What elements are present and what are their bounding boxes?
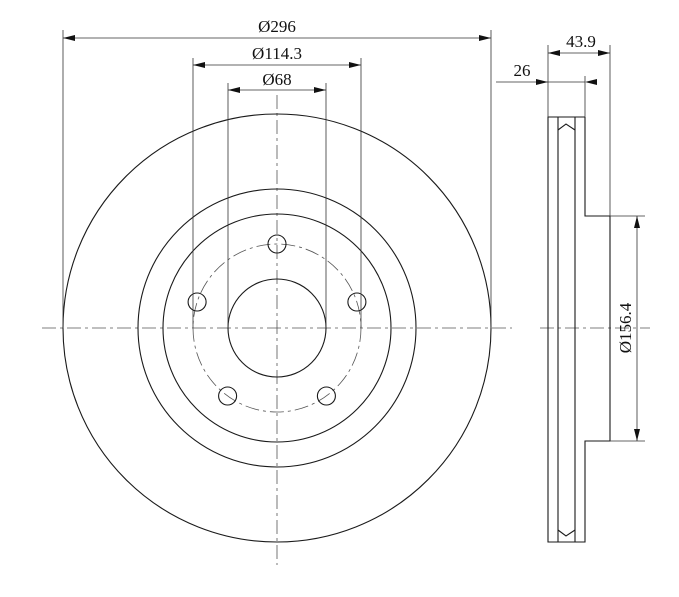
bolt-holes <box>187 234 367 406</box>
hat-diameter-label: Ø156.4 <box>616 302 635 353</box>
bolt-hole <box>187 292 207 312</box>
hat-diameter-dimension: Ø156.4 <box>610 215 645 442</box>
vent-top <box>557 123 576 131</box>
side-view <box>540 116 650 543</box>
arrow-left <box>548 50 560 56</box>
overall-thickness-label: 43.9 <box>566 32 596 51</box>
arrow-left <box>536 79 548 85</box>
overall-thickness-dimension: 43.9 <box>547 32 611 216</box>
bolt-hole <box>347 292 367 312</box>
disc-thickness-label: 26 <box>514 61 531 80</box>
front-view <box>42 95 512 565</box>
bolt-circle-label: Ø114.3 <box>252 44 302 63</box>
bolt-hole <box>218 386 238 406</box>
center-bore-dimension: Ø68 <box>227 70 327 328</box>
hat-circle <box>162 213 392 443</box>
bolt-hole <box>267 234 287 254</box>
arrow-left <box>63 35 75 41</box>
arrow-right <box>598 50 610 56</box>
disc-thickness-dimension: 26 <box>496 61 597 117</box>
arrow-right <box>314 87 326 93</box>
outer-diameter-label: Ø296 <box>258 17 296 36</box>
bolt-hole <box>316 386 336 406</box>
bolt-circle-dimension: Ø114.3 <box>192 44 362 328</box>
arrow-bottom <box>634 429 640 441</box>
disc-profile-outer <box>547 116 611 543</box>
arrow-right <box>479 35 491 41</box>
arrow-right <box>585 79 597 85</box>
vent-bottom <box>557 529 576 537</box>
arrow-top <box>634 216 640 228</box>
arrow-right <box>349 62 361 68</box>
arrow-left <box>193 62 205 68</box>
friction-inner-circle <box>137 188 417 468</box>
arrow-left <box>228 87 240 93</box>
outer-diameter-dimension: Ø296 <box>62 17 492 328</box>
center-bore-label: Ø68 <box>262 70 291 89</box>
